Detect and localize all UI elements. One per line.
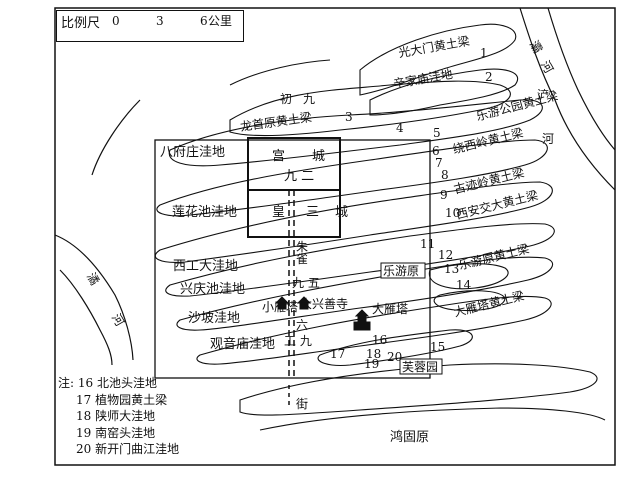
ridge-15 <box>229 59 331 86</box>
map-frame <box>54 7 616 466</box>
street-liu: 六 <box>296 318 309 332</box>
label-jie: 街 <box>296 397 309 411</box>
imperial-huang: 皇 <box>272 205 286 220</box>
point-5: 5 <box>433 126 441 140</box>
palace-cheng: 城 <box>312 149 326 164</box>
ridge-lianhuachi: 莲花池洼地 <box>172 205 238 220</box>
note-line-20: 20 新开门曲江洼地 <box>58 441 179 458</box>
ba-river-bank-left <box>519 7 616 191</box>
left-terrain-line <box>91 99 141 176</box>
ridge-6 <box>154 181 553 263</box>
imperial-san: 三 <box>306 205 320 220</box>
ridge-bafuzhuang: 八府庄洼地 <box>160 145 226 160</box>
label-jiu: 九 <box>303 92 316 106</box>
ridge-xingqingchi: 兴庆池洼地 <box>180 282 246 297</box>
palace-jiu-er: 九 二 <box>284 169 315 184</box>
ridge-3 <box>229 80 511 137</box>
scale-tick-0: 0 <box>112 14 120 28</box>
ridge-11 <box>428 263 509 290</box>
note-line-19: 19 南窑头洼地 <box>58 425 179 442</box>
label-chu: 初 <box>280 92 293 106</box>
ridge-4 <box>168 99 543 167</box>
point-3: 3 <box>345 110 353 124</box>
point-2: 2 <box>485 70 493 84</box>
scale-tick-3: 3 <box>156 14 164 28</box>
ridge-xigongda: 西工大洼地 <box>173 259 239 274</box>
point-4: 4 <box>396 121 404 135</box>
point-15: 15 <box>430 340 446 354</box>
point-19: 19 <box>364 357 380 371</box>
note-item: 17 植物园黄土梁 <box>76 392 168 407</box>
ridge-shapo: 沙坡洼地 <box>188 311 241 326</box>
palace-gong: 宫 <box>272 149 286 164</box>
point-16: 16 <box>372 333 388 347</box>
point-11: 11 <box>420 237 436 251</box>
river-chan: 浐 <box>537 88 550 102</box>
leyouyuan-box <box>380 262 426 279</box>
ridge-7 <box>165 223 555 297</box>
point-10: 10 <box>445 206 461 220</box>
jue-river-bank-right <box>54 234 134 361</box>
label-xiaoyanta: 小雁塔 <box>262 300 299 314</box>
label-leyouyuan: 乐游原 <box>383 264 420 278</box>
label-furongyuan: 芙蓉园 <box>402 360 439 374</box>
river-chan-he: 河 <box>542 132 555 146</box>
note-line-17: 17 植物园黄土梁 <box>58 392 179 409</box>
tang-city-wall <box>154 139 431 379</box>
scale-unit: 公里 <box>208 14 233 28</box>
note-item: 16 北池头洼地 <box>77 376 157 390</box>
label-hongguyuan: 鸿固原 <box>390 430 430 445</box>
point-12: 12 <box>438 248 454 262</box>
point-9: 9 <box>440 188 448 202</box>
ridge-10 <box>317 329 473 366</box>
point-20: 20 <box>387 350 403 364</box>
point-8: 8 <box>441 168 449 182</box>
pagoda-icon <box>274 296 371 331</box>
point-18: 18 <box>366 347 382 361</box>
ridge-8 <box>176 256 554 331</box>
note-line-18: 18 陕师大洼地 <box>58 408 179 425</box>
point-14: 14 <box>456 278 472 292</box>
street-jiu-wu: 九 五 <box>292 276 320 290</box>
label-daxingshan: 大兴善寺 <box>300 297 349 311</box>
ridge-contours <box>154 23 606 431</box>
note-item: 19 南窑头洼地 <box>76 425 156 440</box>
ba-river-bank-right <box>547 7 616 151</box>
point-13: 13 <box>444 262 460 276</box>
furongyuan-box <box>399 358 443 375</box>
notes-title: 注: <box>58 376 75 390</box>
street-zhu: 朱 <box>296 240 309 254</box>
note-item: 18 陕师大洼地 <box>76 409 156 423</box>
ridge-9 <box>196 295 552 365</box>
imperial-cheng: 城 <box>335 205 349 220</box>
note-line-16: 注: 16 北池头洼地 <box>58 375 179 392</box>
label-dayanta: 大雁塔 <box>372 302 409 316</box>
ridge-1 <box>359 23 517 96</box>
point-6: 6 <box>432 144 440 158</box>
ridge-14 <box>259 407 606 431</box>
point-7: 7 <box>435 156 443 170</box>
ridge-13 <box>239 363 598 416</box>
scale-tick-6: 6 <box>200 14 208 28</box>
point-1: 1 <box>480 46 488 60</box>
street-que: 雀 <box>296 252 309 266</box>
notes-legend: 注: 16 北池头洼地 17 植物园黄土梁 18 陕师大洼地 19 南窑头洼地 … <box>58 375 179 458</box>
jue-river-bank-left <box>59 269 113 366</box>
point-17: 17 <box>330 347 346 361</box>
scale-title: 比例尺 <box>61 16 101 31</box>
scale-legend-box <box>56 10 244 42</box>
ridge-12 <box>433 290 506 312</box>
note-item: 20 新开门曲江洼地 <box>76 442 180 456</box>
ridge-guanyinmiao: 观音庙洼地 <box>210 337 276 352</box>
street-gong-jiu: 工 九 <box>284 334 312 348</box>
